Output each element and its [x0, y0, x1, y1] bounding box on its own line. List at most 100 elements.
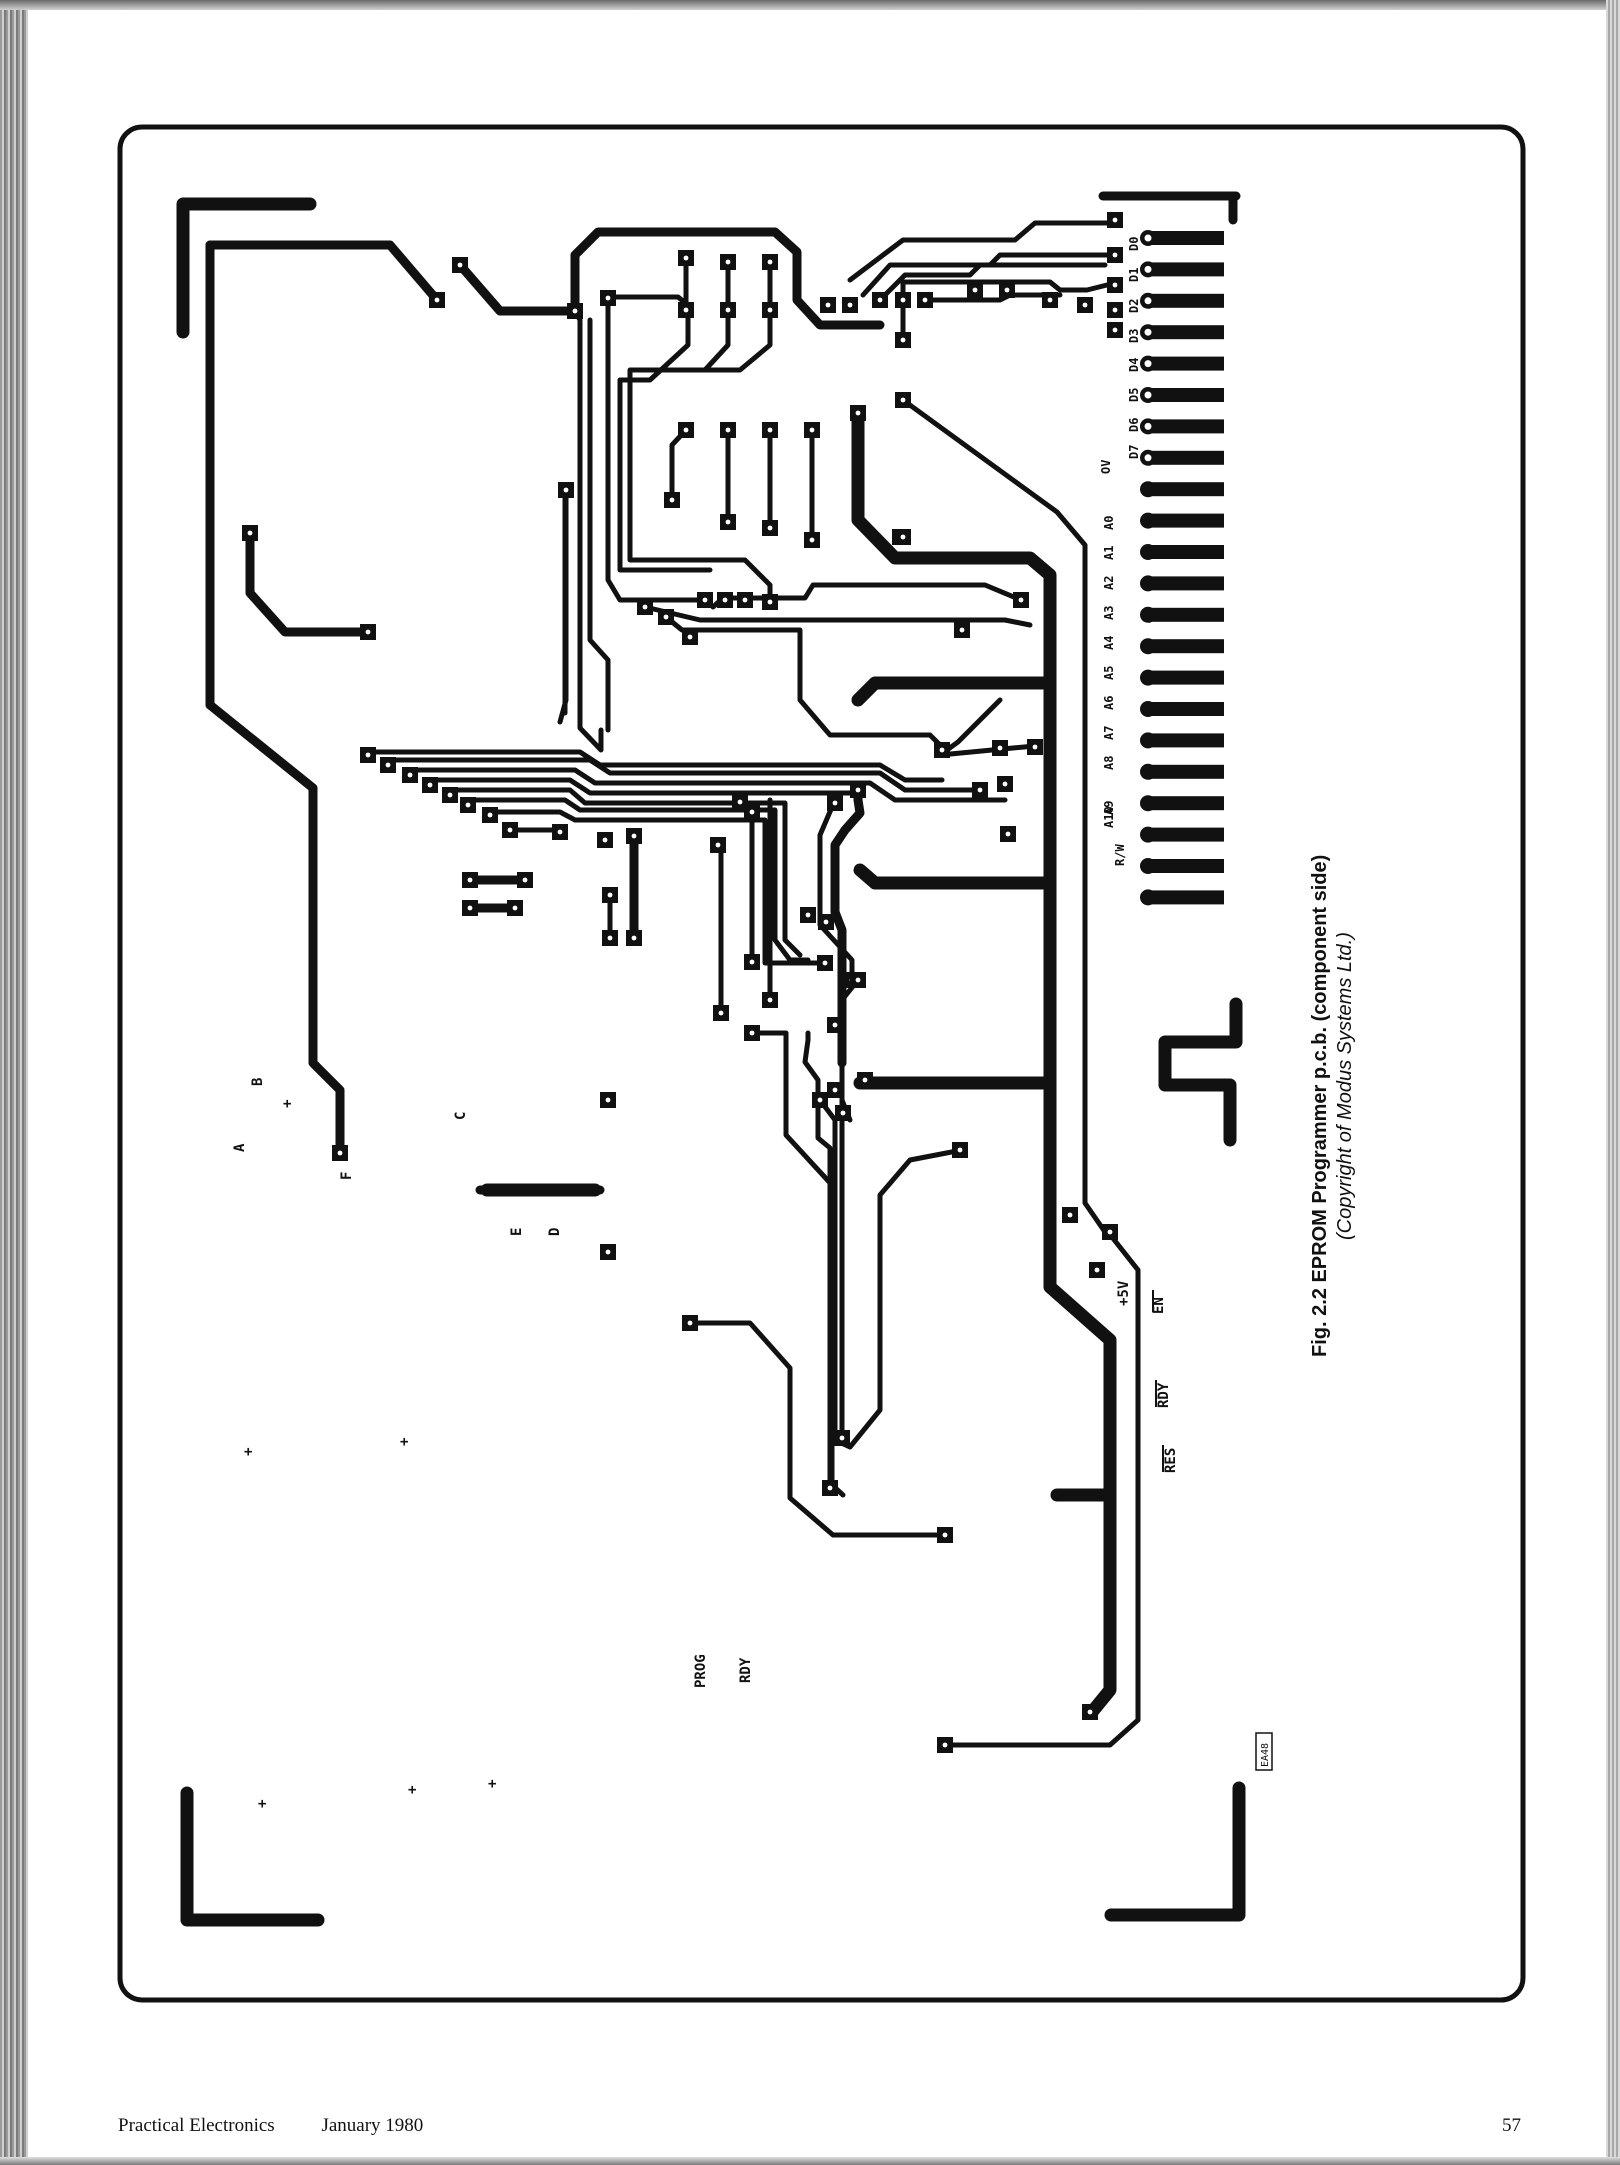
solder-pad — [597, 832, 613, 848]
solder-pad — [1013, 592, 1029, 608]
edge-label: A5 — [1102, 666, 1116, 680]
component-labels: A B C D E F PROG RDY — [232, 1078, 754, 1688]
edge-label: D5 — [1127, 388, 1141, 402]
solder-pad — [937, 1737, 953, 1753]
solder-pad — [800, 907, 816, 923]
solder-pad — [717, 592, 733, 608]
solder-pad — [762, 302, 778, 318]
solder-pad — [895, 292, 911, 308]
solder-pad — [972, 782, 988, 798]
edge-label: A2 — [1102, 576, 1116, 590]
plus-mark: + — [244, 1444, 252, 1460]
edge-label: R/W — [1113, 844, 1127, 866]
solder-pad — [360, 747, 376, 763]
solder-pad — [895, 529, 911, 545]
solder-pad — [1000, 826, 1016, 842]
connector-finger — [1140, 575, 1224, 592]
solder-pad — [1042, 292, 1058, 308]
connector-finger — [1140, 795, 1224, 812]
solder-pad — [713, 1005, 729, 1021]
solder-pad — [360, 624, 376, 640]
edge-label: A0 — [1102, 516, 1116, 530]
solder-pad — [818, 914, 834, 930]
corner-marks — [176, 191, 1246, 1927]
solder-pad — [1027, 739, 1043, 755]
solder-pad — [1089, 1262, 1105, 1278]
connector-finger — [1140, 324, 1224, 341]
solder-pad — [429, 292, 445, 308]
solder-pad — [462, 872, 478, 888]
solder-pad — [967, 282, 983, 298]
solder-pad — [992, 740, 1008, 756]
label-prog-rdy: RDY — [738, 1657, 754, 1683]
connector-finger — [1140, 669, 1224, 686]
solder-pad — [507, 900, 523, 916]
solder-pad — [895, 332, 911, 348]
solder-pads — [242, 212, 1123, 1753]
solder-pad — [558, 482, 574, 498]
edge-label: D4 — [1127, 358, 1141, 372]
page-number: 57 — [1502, 2115, 1521, 2136]
solder-pad — [762, 992, 778, 1008]
solder-pad — [720, 514, 736, 530]
connector-finger — [1140, 418, 1224, 435]
edge-label: D1 — [1127, 268, 1141, 282]
solder-pad — [835, 1105, 851, 1121]
solder-pad — [744, 954, 760, 970]
connector-finger — [1140, 292, 1224, 309]
solder-pad — [812, 1092, 828, 1108]
solder-pad — [658, 609, 674, 625]
connector-finger — [1140, 481, 1224, 498]
solder-pad — [626, 828, 642, 844]
solder-pad — [678, 422, 694, 438]
solder-pad — [242, 525, 258, 541]
solder-pad — [1107, 322, 1123, 338]
solder-pad — [850, 782, 866, 798]
solder-pad — [917, 292, 933, 308]
solder-pad — [952, 1142, 968, 1158]
connector-finger — [1140, 449, 1224, 466]
solder-pad — [872, 292, 888, 308]
edge-label: A1 — [1102, 546, 1116, 560]
solder-pad — [762, 520, 778, 536]
label-b: B — [250, 1078, 266, 1086]
page-footer: Practical Electronics January 1980 — [118, 2115, 465, 2137]
solder-pad — [600, 1092, 616, 1108]
solder-pad — [682, 629, 698, 645]
caption-credit: (Copyright of Modus Systems Ltd.) — [1334, 932, 1356, 1240]
solder-pad — [402, 767, 418, 783]
edge-label: D7 — [1127, 445, 1141, 459]
edge-label: OV — [1099, 460, 1113, 474]
edge-label: D2 — [1127, 299, 1141, 313]
label-prog: PROG — [693, 1654, 709, 1688]
solder-pad — [600, 1244, 616, 1260]
label-e: E — [509, 1228, 525, 1236]
connector-finger — [1140, 230, 1224, 246]
power-rails — [475, 406, 1117, 1719]
connector-finger — [1140, 889, 1224, 906]
label-5v: +5V — [1116, 1280, 1132, 1306]
solder-pad — [937, 1527, 953, 1543]
connector-finger — [1140, 826, 1224, 843]
board-code: EA48 — [1255, 1732, 1273, 1771]
solder-pad — [820, 297, 836, 313]
issue-date: January 1980 — [321, 2115, 424, 2136]
edge-label: D3 — [1127, 329, 1141, 343]
solder-pad — [762, 254, 778, 270]
solder-pad — [762, 422, 778, 438]
connector-finger — [1140, 606, 1224, 623]
solder-pad — [744, 1025, 760, 1041]
solder-pad — [697, 592, 713, 608]
solder-pad — [626, 930, 642, 946]
label-res: RES — [1163, 1448, 1179, 1473]
solder-pad — [678, 250, 694, 266]
solder-pad — [1107, 277, 1123, 293]
solder-pad — [460, 797, 476, 813]
plus-mark: + — [258, 1796, 266, 1812]
solder-pad — [502, 822, 518, 838]
plus-mark: + — [408, 1782, 416, 1798]
connector-finger — [1140, 512, 1224, 529]
plus-mark: + — [400, 1434, 408, 1450]
pcb-tracks — [205, 220, 1118, 1235]
solder-pad — [1077, 297, 1093, 313]
